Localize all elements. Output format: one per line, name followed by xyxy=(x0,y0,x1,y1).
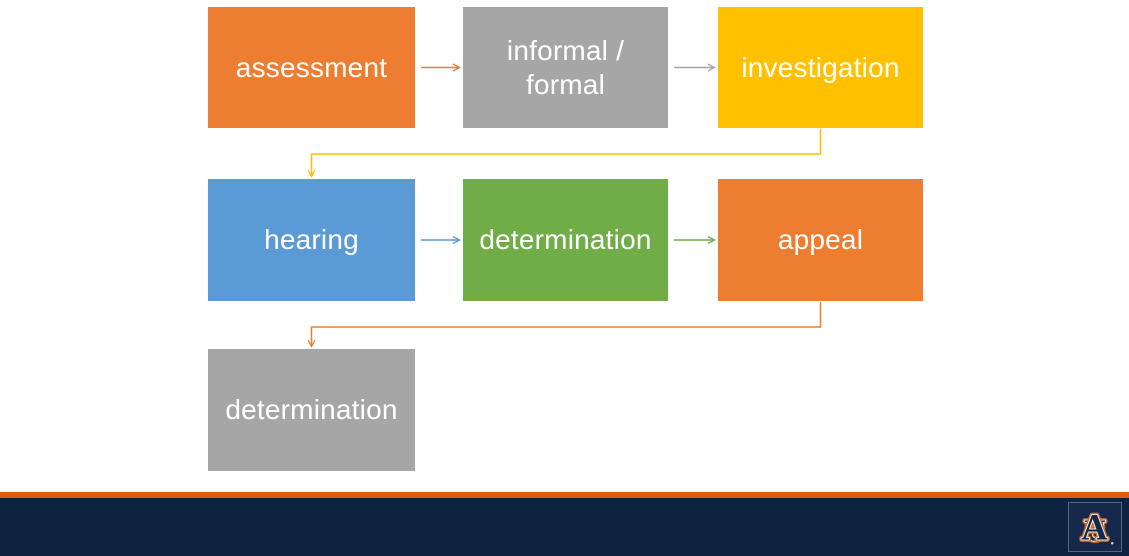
svg-text:A: A xyxy=(1081,507,1108,548)
flow-node-informal-formal: informal / formal xyxy=(463,7,668,128)
footer-bar: U U A A xyxy=(0,498,1129,556)
footer-accent-stripe xyxy=(0,492,1129,498)
svg-text:U: U xyxy=(1084,514,1106,548)
connector-investigation-to-hearing xyxy=(312,129,822,176)
flow-node-determination: determination xyxy=(463,179,668,301)
connector-appeal-to-final-determination xyxy=(312,302,822,346)
auburn-au-logo: U U A A xyxy=(1068,502,1122,552)
flow-node-assessment: assessment xyxy=(208,7,415,128)
au-monogram-icon: U U A A xyxy=(1079,506,1114,548)
flow-node-investigation: investigation xyxy=(718,7,923,128)
svg-text:A: A xyxy=(1081,507,1108,548)
flow-node-final-determination: determination xyxy=(208,349,415,471)
svg-text:U: U xyxy=(1084,514,1106,548)
registered-mark-dot xyxy=(1110,541,1114,545)
flow-node-appeal: appeal xyxy=(718,179,923,301)
flow-node-hearing: hearing xyxy=(208,179,415,301)
